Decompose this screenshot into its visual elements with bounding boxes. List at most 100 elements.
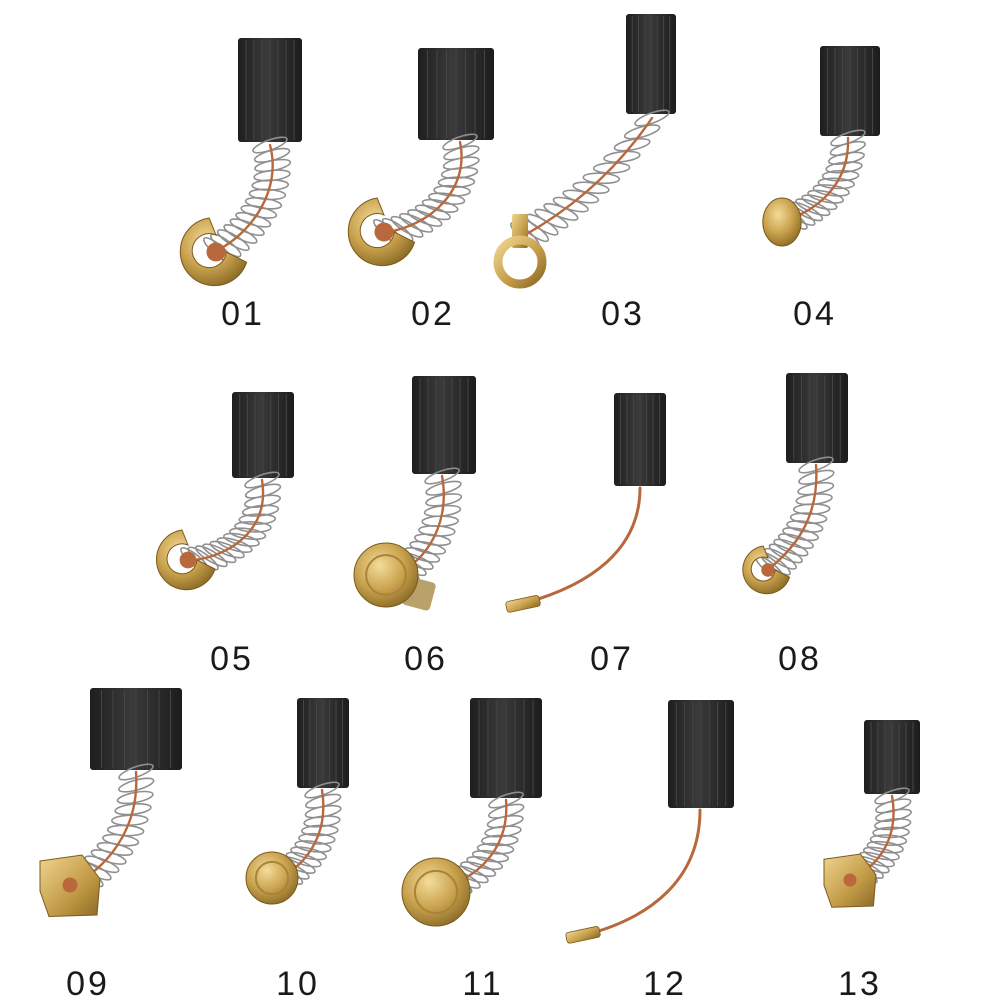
- carbon-brush-item: [347, 48, 494, 267]
- spring-coil: [807, 189, 845, 204]
- pin-terminal: [505, 595, 541, 613]
- spring-coil: [194, 545, 228, 568]
- spring-coil: [825, 161, 863, 174]
- spring-coil: [241, 504, 280, 517]
- wire-crimp: [179, 551, 197, 569]
- u-clip-terminal: [156, 529, 216, 591]
- item-number-label: 08: [778, 640, 822, 678]
- item-number-label: 10: [276, 965, 320, 1003]
- copper-wire: [386, 140, 463, 234]
- spring-coil: [116, 790, 154, 805]
- item-number-label: 07: [590, 640, 634, 678]
- carbon-brush-item: [156, 392, 294, 591]
- u-clip-terminal: [179, 217, 248, 287]
- spring-coil: [216, 537, 253, 553]
- u-clip-terminal: [742, 545, 791, 595]
- item-number-label: 09: [66, 965, 110, 1003]
- spring-coil: [777, 533, 814, 550]
- spring-coil: [413, 533, 452, 547]
- spring-coil: [84, 855, 120, 874]
- spring-coil: [798, 456, 834, 474]
- spring-coil: [216, 229, 250, 252]
- spring-coil: [812, 184, 850, 197]
- item-number-label: 02: [411, 295, 455, 333]
- spring-coil: [866, 840, 904, 854]
- wire-crimp: [62, 877, 78, 893]
- spring-coil: [399, 212, 434, 233]
- item-number-label: 04: [793, 295, 837, 333]
- item-number-label: 03: [601, 295, 645, 333]
- item-number-label: 11: [462, 965, 504, 1003]
- cap-terminal: [353, 542, 419, 608]
- item-number-label: 12: [643, 965, 687, 1003]
- spring-coil: [817, 177, 856, 190]
- pin-terminal: [565, 926, 601, 944]
- spring-coil: [390, 215, 424, 238]
- spring-coil: [294, 840, 332, 853]
- spring-coil: [238, 513, 277, 526]
- spring-coil: [437, 176, 476, 188]
- spring-coil: [460, 861, 497, 878]
- spring-coil: [243, 494, 281, 509]
- spring-coil: [407, 209, 443, 227]
- spring-coil: [798, 469, 835, 485]
- copper-wire: [216, 143, 274, 252]
- carbon-brush-item: [565, 700, 734, 944]
- item-number-label: 05: [210, 640, 254, 678]
- spring-coil: [488, 791, 524, 809]
- spring-coil: [773, 538, 809, 557]
- cap-terminal: [401, 857, 471, 927]
- carbon-brush-item: [823, 720, 920, 908]
- copper-wire: [768, 463, 818, 570]
- spring-coil: [782, 527, 819, 542]
- spring-coil: [471, 849, 510, 863]
- cap-rim: [254, 860, 290, 896]
- spring-coil: [862, 846, 900, 861]
- spring-coil: [290, 846, 328, 861]
- spring-coil: [301, 824, 339, 837]
- carbon-brush-item: [493, 14, 676, 289]
- carbon-brush-item: [401, 698, 542, 927]
- spring-coil: [872, 826, 910, 839]
- carbon-brush-item: [179, 38, 302, 287]
- copper-wire: [523, 116, 654, 237]
- spring-coil: [228, 527, 267, 541]
- carbon-brush-item: [245, 698, 349, 905]
- cap-rim: [413, 869, 459, 915]
- spring-coil: [786, 520, 824, 533]
- spring-coil: [223, 532, 260, 547]
- spring-coil: [118, 777, 155, 793]
- carbon-brush-item: [505, 393, 666, 613]
- wire-crimp: [374, 222, 394, 242]
- spring-coil: [484, 825, 522, 838]
- spring-coil: [421, 198, 459, 213]
- item-number-label: 13: [838, 965, 882, 1003]
- spring-coil: [223, 224, 258, 244]
- spring-coil: [827, 151, 865, 166]
- spring-coil: [209, 540, 245, 559]
- spring-coil: [202, 543, 237, 564]
- copper-wire: [583, 808, 702, 937]
- item-number-label: 01: [221, 295, 265, 333]
- spring-coil: [768, 543, 803, 564]
- wire-crimp: [206, 242, 226, 262]
- spring-coil: [592, 162, 631, 174]
- spring-coil: [476, 842, 515, 855]
- cap-terminal: [245, 851, 299, 905]
- spring-coil: [795, 198, 831, 217]
- item-number-label: 06: [404, 640, 448, 678]
- spring-coil: [582, 172, 621, 185]
- copper-wire: [523, 486, 642, 605]
- copper-wire: [193, 478, 265, 562]
- carbon-brush-item: [742, 373, 848, 595]
- disc-terminal: [762, 197, 802, 247]
- u-clip-terminal: [347, 197, 416, 267]
- spring-coil: [634, 109, 670, 127]
- spring-coil: [285, 851, 322, 868]
- ring-terminal: [493, 235, 547, 289]
- spring-coil: [603, 150, 641, 163]
- spring-coil: [433, 184, 471, 197]
- spring-coil: [298, 832, 336, 845]
- spring-coil: [613, 137, 651, 152]
